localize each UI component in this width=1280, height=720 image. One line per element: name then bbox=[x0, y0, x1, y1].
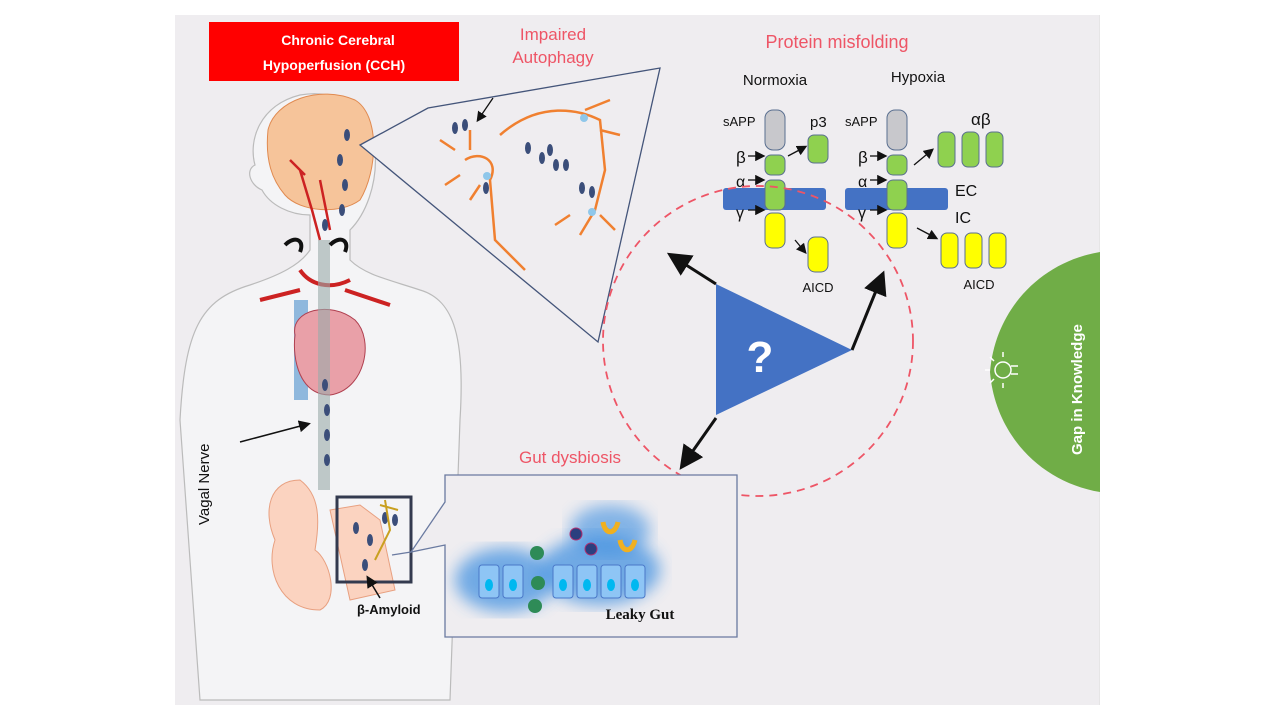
hypoxia-ic-label: IC bbox=[955, 210, 971, 227]
cch-title-box: Chronic Cerebral Hypoperfusion (CCH) bbox=[209, 22, 459, 81]
hypoxia-title: Hypoxia bbox=[891, 69, 946, 86]
pathway-arrows bbox=[666, 252, 887, 470]
gap-in-knowledge-label: Gap in Knowledge bbox=[1069, 324, 1086, 455]
normoxia-beta-label: β bbox=[736, 148, 746, 167]
hypoxia-gamma-label: γ bbox=[858, 205, 866, 222]
hypoxia-ec-label: EC bbox=[955, 183, 977, 200]
lightbulb-icon bbox=[985, 352, 1018, 388]
vagal-nerve-label: Vagal Nerve bbox=[196, 444, 213, 525]
gut-dysbiosis-callout: Gut dysbiosis Leaky Gut bbox=[391, 448, 738, 638]
question-mark: ? bbox=[747, 333, 774, 382]
normoxia-title: Normoxia bbox=[743, 72, 808, 89]
dashed-circle bbox=[602, 185, 914, 497]
leaky-gut-label: Leaky Gut bbox=[606, 607, 675, 623]
hypoxia-alpha-label: α bbox=[858, 174, 867, 191]
autophagy-label-line2: Autophagy bbox=[512, 48, 594, 67]
slide: Chronic Cerebral Hypoperfusion (CCH) Vag… bbox=[175, 15, 1101, 705]
vagal-nerve bbox=[318, 240, 330, 490]
cch-title-line1: Chronic Cerebral bbox=[281, 32, 395, 48]
neuron-icon bbox=[439, 98, 621, 271]
hypoxia-sapp-label: sAPP bbox=[845, 114, 878, 129]
protein-misfolding-title: Protein misfolding bbox=[765, 32, 908, 52]
autophagy-label-line1: Impaired bbox=[520, 25, 586, 44]
beta-amyloid-label: β-Amyloid bbox=[357, 602, 421, 617]
impaired-autophagy-callout: Impaired Autophagy bbox=[358, 25, 661, 344]
hypoxia-ab-label: αβ bbox=[971, 110, 991, 129]
normoxia-alpha-label: α bbox=[736, 174, 745, 191]
brain-icon bbox=[266, 93, 375, 211]
diagram: Chronic Cerebral Hypoperfusion (CCH) Vag… bbox=[179, 15, 1101, 705]
hypoxia-beta-label: β bbox=[858, 148, 868, 167]
normoxia-aicd-label: AICD bbox=[802, 280, 833, 295]
question-triangle bbox=[716, 284, 852, 415]
cch-title-line2: Hypoperfusion (CCH) bbox=[263, 57, 405, 73]
human-body-illustration: Vagal Nerve β-Amyloid bbox=[179, 93, 462, 701]
normoxia-sapp-label: sAPP bbox=[723, 114, 756, 129]
hypoxia-aicd-label: AICD bbox=[963, 277, 994, 292]
gut-dysbiosis-title: Gut dysbiosis bbox=[519, 448, 621, 467]
normoxia-p3-label: p3 bbox=[810, 114, 827, 131]
gap-in-knowledge-badge: Gap in Knowledge bbox=[985, 252, 1100, 492]
protein-misfolding-panel: Protein misfolding Normoxia Hypoxia sAPP… bbox=[723, 32, 1007, 295]
normoxia-gamma-label: γ bbox=[736, 205, 744, 222]
